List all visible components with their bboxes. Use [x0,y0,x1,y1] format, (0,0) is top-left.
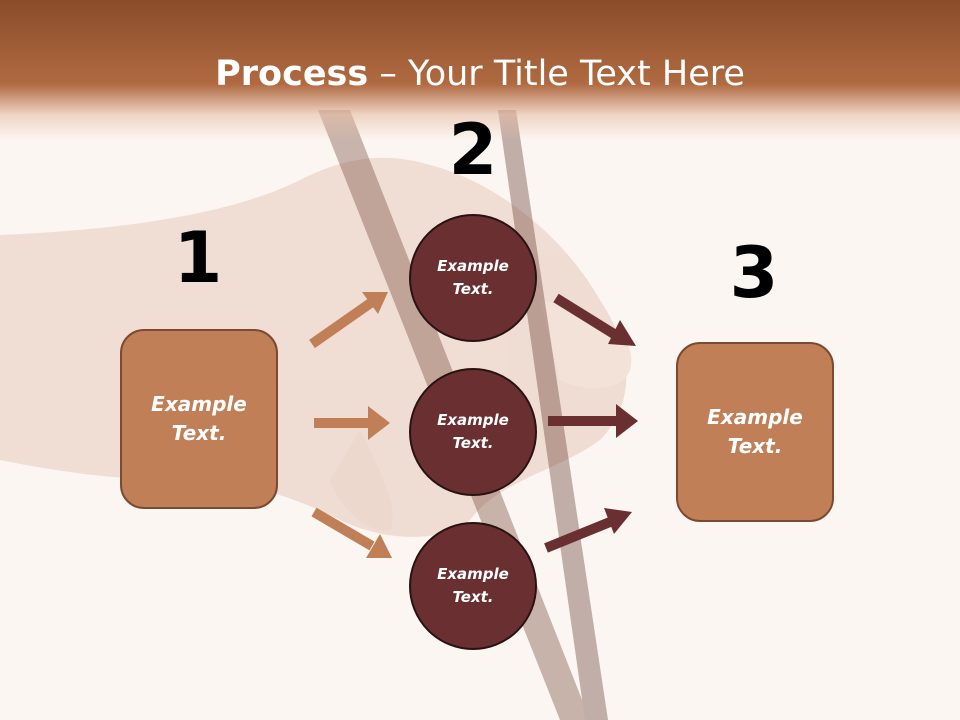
step-3-text: Example Text. [707,405,803,458]
circle-top-text: Example Text. [437,257,509,298]
step-3-box[interactable]: Example Text. [676,342,834,522]
step-2-circle-top[interactable]: Example Text. [409,214,537,342]
circle-bottom-text: Example Text. [437,565,509,606]
header-banner [0,0,960,140]
title-bold: Process [215,54,369,94]
step-1-box[interactable]: Example Text. [120,329,278,509]
arrow-bottom-to-right [544,508,632,553]
title-separator: – [368,54,408,94]
step-2-circle-middle[interactable]: Example Text. [409,368,537,496]
slide-title: Process – Your Title Text Here [0,52,960,96]
step-1-text: Example Text. [151,392,247,445]
arrow-top-to-right [553,293,636,346]
title-rest: Your Title Text Here [407,54,745,94]
arrow-left-to-bottom [311,507,392,558]
step-2-circle-bottom[interactable]: Example Text. [409,522,537,650]
arrow-left-to-top [309,292,388,349]
step-number-1: 1 [173,217,223,299]
circle-middle-text: Example Text. [437,411,509,452]
step-number-2: 2 [448,109,498,191]
step-number-3: 3 [729,232,779,314]
arrow-left-to-middle [314,406,390,440]
arrow-middle-to-right [548,404,638,438]
